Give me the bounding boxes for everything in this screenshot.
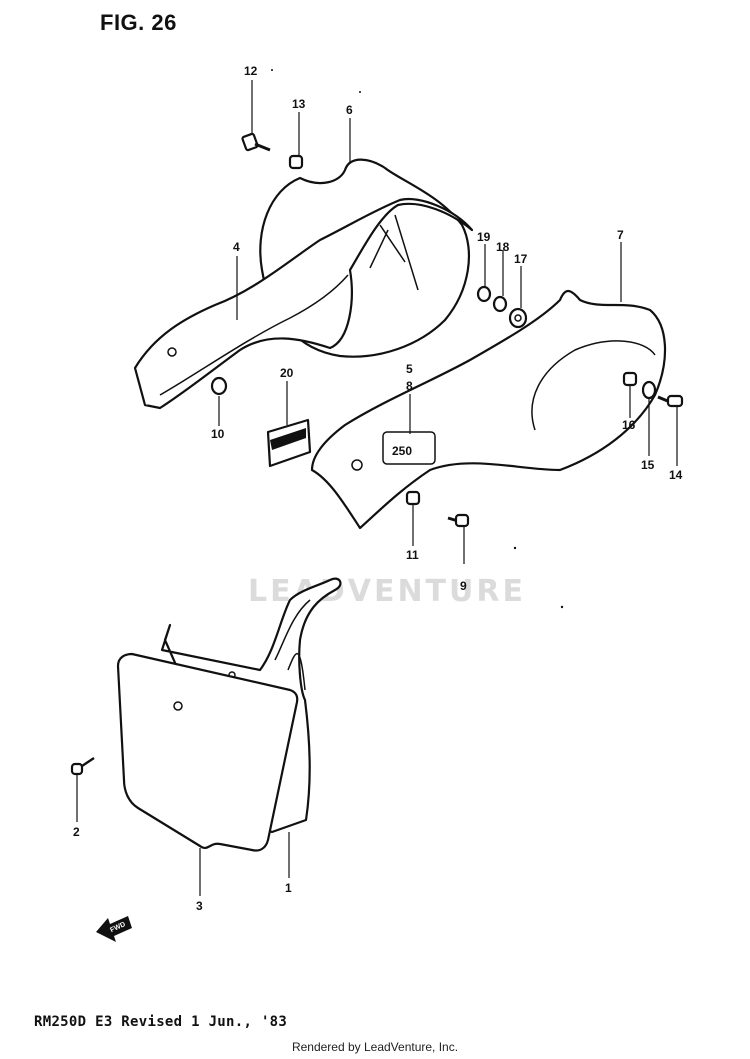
part-5-8-decal: 250 bbox=[392, 444, 412, 458]
part-4-side-cover bbox=[133, 197, 474, 410]
part-7-side-cover bbox=[310, 289, 667, 530]
part-9-screw bbox=[447, 513, 470, 528]
speck bbox=[271, 69, 273, 71]
callout-6: 6 bbox=[346, 103, 353, 117]
part-4-hole bbox=[167, 347, 177, 357]
part-7-decal-box bbox=[382, 431, 436, 465]
callout-19: 19 bbox=[477, 230, 491, 244]
part-13-collar bbox=[288, 154, 304, 170]
callout-18: 18 bbox=[496, 240, 510, 254]
callout-5: 5 bbox=[406, 362, 413, 376]
part-12-bolt bbox=[241, 132, 271, 152]
speck bbox=[359, 91, 361, 93]
part-18-washer bbox=[492, 295, 508, 313]
part-17-nut bbox=[508, 307, 528, 329]
speck bbox=[513, 546, 517, 550]
callout-8: 8 bbox=[406, 379, 413, 393]
part-1-plate-edge bbox=[274, 599, 311, 691]
rendered-by-credit: Rendered by LeadVenture, Inc. bbox=[291, 1040, 459, 1054]
revision-code: RM250D E3 Revised 1 Jun., '83 bbox=[34, 1014, 288, 1030]
part-19-grommet bbox=[476, 285, 492, 303]
speck bbox=[560, 605, 564, 609]
callout-4: 4 bbox=[233, 240, 240, 254]
part-4-inner-rib bbox=[369, 214, 419, 291]
part-7-hole bbox=[351, 459, 363, 471]
callout-15: 15 bbox=[641, 458, 655, 472]
part-10-grommet bbox=[210, 376, 228, 396]
callout-16: 16 bbox=[622, 418, 636, 432]
callout-1: 1 bbox=[285, 881, 292, 895]
part-4-inner-line bbox=[159, 274, 349, 396]
part-14-bolt bbox=[657, 394, 684, 408]
callout-7: 7 bbox=[617, 228, 624, 242]
part-3-hole bbox=[173, 701, 183, 711]
callout-17: 17 bbox=[514, 252, 528, 266]
part-17-nut-hole bbox=[514, 314, 522, 322]
part-2-screw bbox=[70, 757, 95, 776]
callout-13: 13 bbox=[292, 97, 306, 111]
callout-14: 14 bbox=[669, 468, 683, 482]
callout-10: 10 bbox=[211, 427, 225, 441]
callout-3: 3 bbox=[196, 899, 203, 913]
figure-title: FIG. 26 bbox=[100, 10, 177, 35]
part-11-collar bbox=[405, 490, 421, 506]
part-15-washer bbox=[641, 380, 657, 400]
callout-2: 2 bbox=[73, 825, 80, 839]
part-7-inner-panel bbox=[531, 340, 656, 431]
callout-9: 9 bbox=[460, 579, 467, 593]
part-16-collar bbox=[622, 371, 638, 387]
part-3-plate-sheet bbox=[116, 652, 299, 852]
part-20-label-fill bbox=[270, 428, 306, 450]
callout-11: 11 bbox=[406, 548, 419, 562]
callout-12: 12 bbox=[244, 64, 258, 78]
callout-20: 20 bbox=[280, 366, 294, 380]
fwd-arrow: FWD bbox=[96, 916, 132, 942]
